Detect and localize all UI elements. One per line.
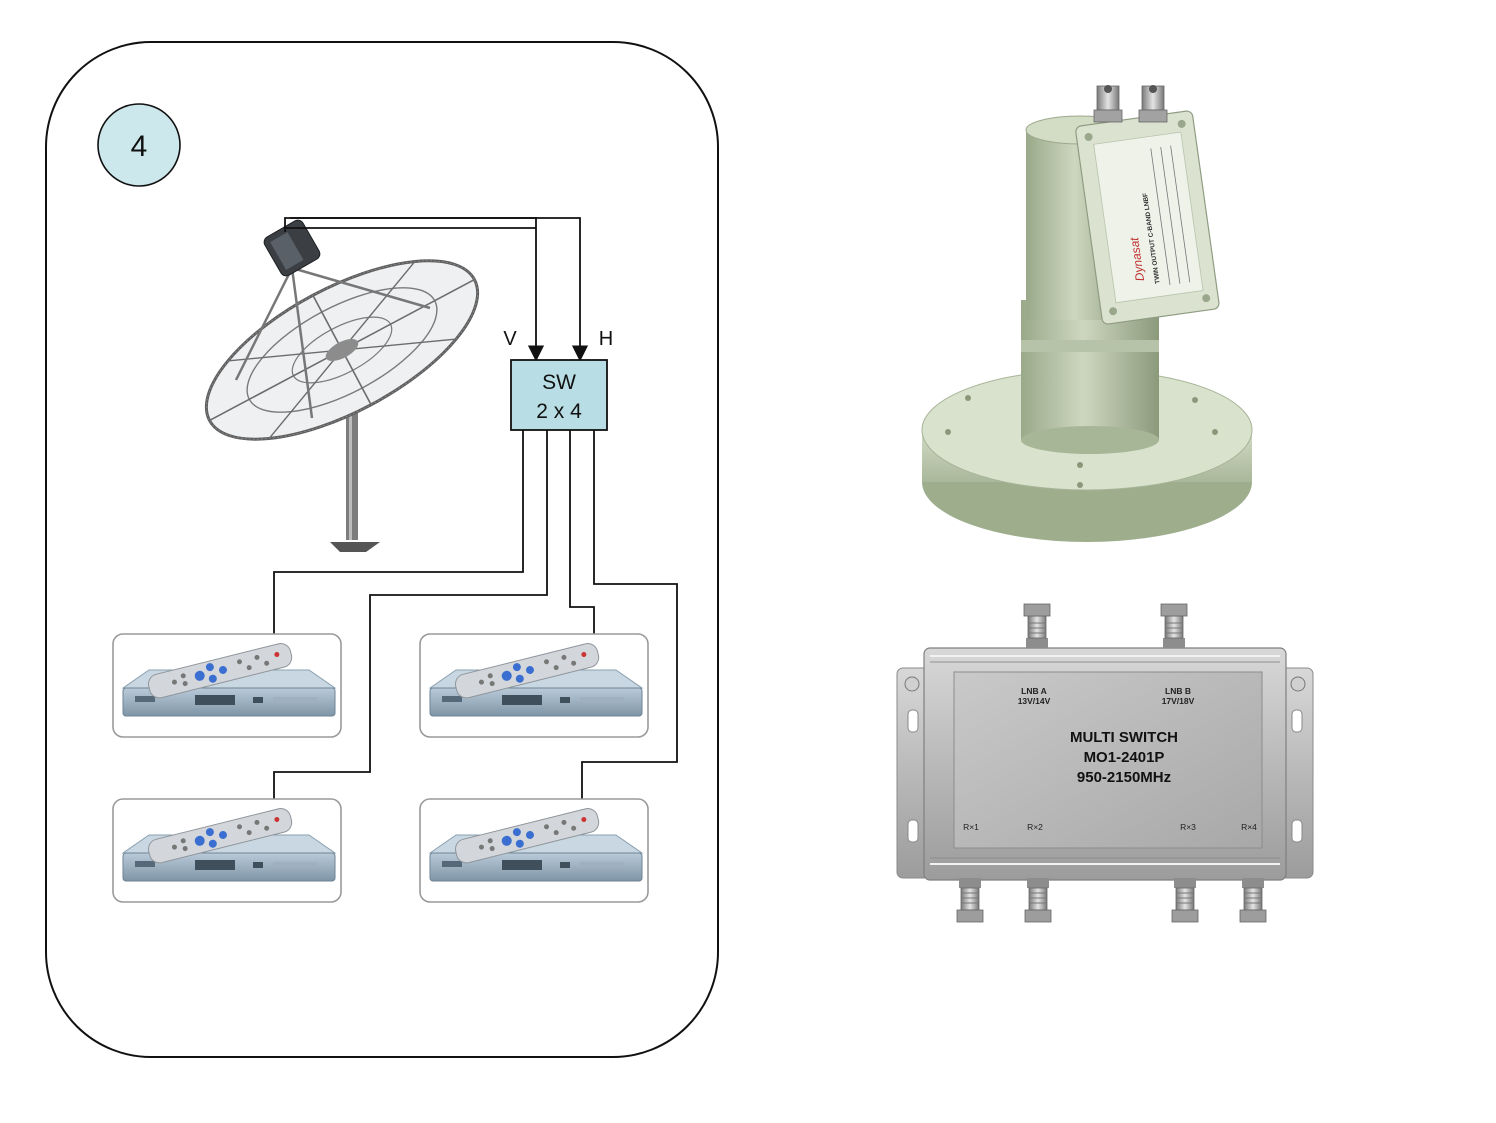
output-label-1: R×1	[963, 822, 979, 832]
panel-border	[45, 41, 719, 1058]
switch-box: SW 2 x 4	[510, 359, 608, 431]
lnb-a-voltage: 13V/14V	[1018, 696, 1051, 706]
output-label-4: R×4	[1241, 822, 1257, 832]
multiswitch-title: MULTI SWITCH	[1070, 729, 1178, 746]
receiver-2	[419, 633, 649, 738]
label-vertical: V	[503, 328, 517, 350]
receiver-1	[112, 633, 342, 738]
lnb-b-label: LNB B	[1165, 686, 1191, 696]
receiver-3	[112, 798, 342, 903]
multiswitch-model: MO1-2401P	[1084, 749, 1165, 766]
lnb-b-voltage: 17V/18V	[1162, 696, 1195, 706]
multiswitch-image: LNB A 13V/14V LNB B 17V/18V MULTI SWITCH…	[896, 603, 1314, 923]
lnb-brand: Dynasat	[1127, 236, 1147, 282]
receiver-4	[419, 798, 649, 903]
lnb-a-label: LNB A	[1021, 686, 1047, 696]
wire-out-4	[573, 430, 678, 832]
wire-out-2	[265, 430, 548, 820]
output-label-3: R×3	[1180, 822, 1196, 832]
switch-label-line2: 2 x 4	[536, 400, 582, 423]
lnb-image: Dynasat TWIN OUTPUT C-BAND LNBF	[921, 85, 1253, 542]
step-number: 4	[131, 130, 148, 163]
step-badge: 4	[97, 103, 181, 187]
wire-out-1	[265, 430, 524, 653]
switch-label-line1: SW	[542, 371, 576, 394]
diagram-panel: 4	[45, 41, 719, 1058]
wire-dish-to-h-top	[290, 217, 589, 362]
output-label-2: R×2	[1027, 822, 1043, 832]
satellite-dish-image	[204, 219, 480, 552]
label-horizontal: H	[599, 328, 613, 350]
multiswitch-frequency: 950-2150MHz	[1077, 769, 1171, 786]
